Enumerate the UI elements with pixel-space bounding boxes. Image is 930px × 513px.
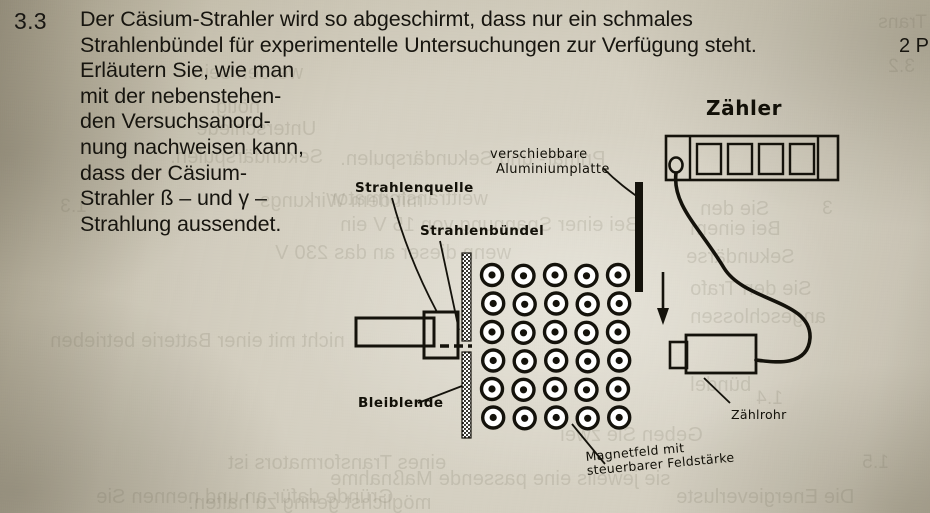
field-symbol-dot: [488, 385, 496, 393]
lead-shield-upper: [461, 252, 472, 342]
task-number: 3.3: [14, 8, 47, 34]
field-symbol-dot: [582, 329, 591, 337]
field-symbol-dot: [489, 356, 497, 365]
field-symbol-dot: [551, 328, 559, 336]
field-symbol-dot: [519, 272, 528, 280]
field-symbol-dot: [584, 300, 592, 308]
label-radiation-source: Strahlenquelle: [355, 180, 474, 196]
label-counter-tube: Zählrohr: [731, 407, 787, 422]
counter-digit-window: [757, 142, 785, 176]
counter-tube-window: [668, 340, 689, 370]
leader-aluminium-plate: [602, 167, 643, 201]
field-symbol-dot: [584, 357, 592, 365]
leader-source: [391, 197, 438, 313]
label-counter: Zähler: [706, 96, 783, 120]
field-symbol-dot: [615, 299, 623, 308]
label-aluminium-plate-line1: verschiebbare: [490, 147, 588, 162]
field-symbol-dot: [489, 413, 497, 422]
counter-digit-window: [788, 142, 816, 176]
field-symbol-dot: [488, 328, 496, 336]
task-line: mit der nebenstehen-: [80, 83, 282, 108]
field-symbol-dot: [552, 413, 560, 422]
task-line: Strahler ß – und γ –: [80, 186, 267, 211]
field-symbol-dot: [614, 271, 622, 279]
field-symbol-dot: [521, 300, 529, 308]
field-symbol-dot: [615, 413, 623, 422]
lead-shield-lower: [461, 351, 472, 439]
radiation-source: [354, 310, 460, 360]
aluminium-plate: [635, 182, 643, 292]
field-symbol-dot: [582, 386, 591, 394]
label-aluminium-plate: verschiebbare Aluminiumplatte: [490, 147, 610, 177]
label-aluminium-plate-line2: Aluminiumplatte: [496, 161, 610, 177]
task-line: dass der Cäsium-: [80, 160, 247, 185]
leader-lead-shield: [417, 385, 463, 404]
task-points: 2 P: [898, 35, 929, 57]
task-line: Der Cäsium-Strahler wird so abgeschirmt,…: [80, 7, 693, 31]
field-symbol-dot: [552, 299, 560, 308]
field-symbol-dot: [489, 299, 497, 308]
plate-move-arrow: [657, 272, 669, 325]
field-symbol-dot: [488, 271, 496, 279]
field-symbol-dot: [584, 414, 592, 422]
field-symbol-dot: [582, 272, 591, 280]
task-text: Der Cäsium-Strahler wird so abgeschirmt,…: [80, 7, 820, 237]
field-symbol-dot: [552, 356, 560, 365]
task-line: Strahlenbündel für experimentelle Unters…: [80, 32, 757, 57]
label-beam: Strahlenbündel: [420, 223, 545, 239]
leader-counter-tube: [703, 377, 731, 404]
field-symbol-dot: [519, 386, 528, 394]
counter-tube: [668, 333, 758, 375]
field-symbol-dot: [614, 385, 622, 393]
task-line: Erläutern Sie, wie man: [80, 58, 295, 83]
task-line: den Versuchsanord-: [80, 109, 271, 134]
counter-digit-window: [726, 142, 754, 176]
field-symbol-dot: [521, 414, 529, 422]
counter-connector-socket: [668, 156, 684, 174]
label-lead-shield: Bleiblende: [358, 395, 444, 411]
leader-magnetic-field: [571, 423, 606, 465]
field-symbol-dot: [521, 357, 529, 365]
field-symbol-dot: [615, 356, 623, 365]
counter-digit-window: [695, 142, 723, 176]
detector-cable: [673, 171, 812, 364]
leader-beam: [439, 240, 460, 331]
field-symbol-dot: [519, 329, 528, 337]
counter-box: [664, 134, 840, 182]
task-line: nung nachweisen kann,: [80, 134, 304, 159]
magnetic-field-symbols: [479, 262, 632, 431]
task-line: Strahlung aussendet.: [80, 211, 282, 236]
field-symbol-dot: [614, 328, 622, 336]
field-symbol-dot: [551, 271, 559, 279]
field-symbol-dot: [551, 385, 559, 393]
